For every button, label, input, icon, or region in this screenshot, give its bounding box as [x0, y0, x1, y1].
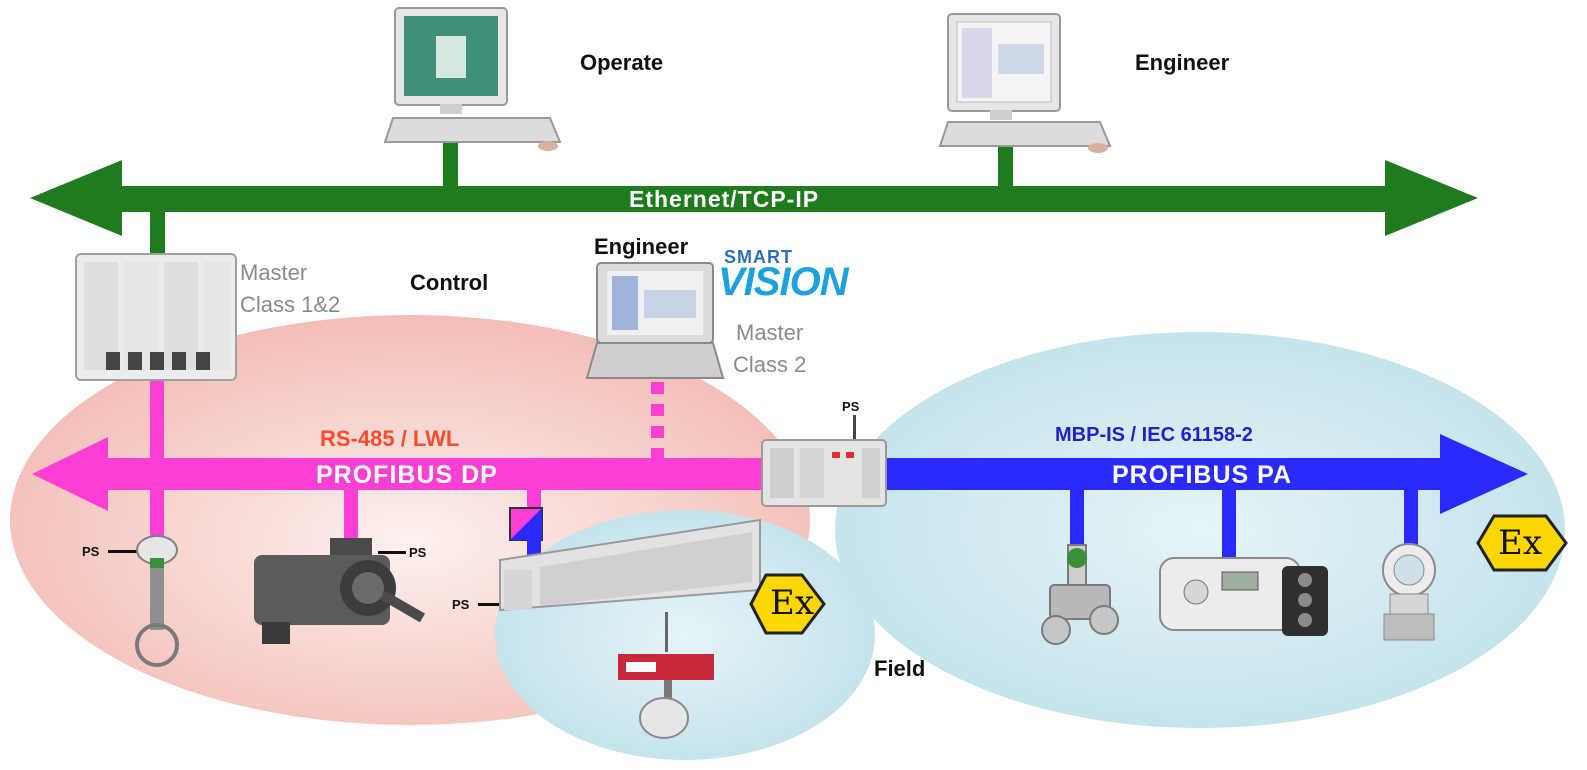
field-label: Field: [874, 656, 926, 681]
operate-workstation: [383, 7, 562, 151]
pa-flowmeter-device: [1041, 544, 1119, 645]
profibus-dp-label: PROFIBUS DP: [316, 461, 498, 489]
laptop-dotted-connection: [651, 382, 664, 458]
ps-line-flowmeter: [108, 550, 138, 553]
ps-line-motor: [378, 551, 406, 554]
coupler-ps-wire: [853, 415, 856, 442]
ps-label-rio: PS: [452, 597, 470, 612]
vision-logo-text: VISION: [718, 260, 849, 304]
operate-station-drop: [443, 143, 458, 188]
master-class12-drop: [150, 210, 165, 260]
ps-label-motor: PS: [409, 545, 427, 560]
engineer-workstation: [938, 13, 1112, 153]
remote-io-rack: [499, 518, 761, 612]
dp-flowmeter-device: [135, 535, 179, 667]
pa-sublabel: MBP-IS / IEC 61158-2: [1055, 424, 1253, 446]
master-class12-controller: [75, 253, 237, 381]
motor-dp-drop: [344, 490, 358, 540]
pa-flowmeter-drop: [1070, 490, 1084, 550]
smart-logo-text: SMART: [724, 247, 793, 267]
pa-positioner-drop: [1222, 490, 1236, 560]
pa-transmitter-drop: [1404, 490, 1418, 545]
pa-field-zone-ellipse: [835, 332, 1565, 728]
ps-label-coupler: PS: [842, 399, 860, 414]
profibus-pa-arrow: [880, 434, 1528, 514]
profibus-dp-arrow: [32, 437, 770, 511]
coupler-dp-drop: [527, 490, 541, 508]
pa-positioner-device: [1159, 557, 1328, 636]
profibus-pa-label: PROFIBUS PA: [1112, 461, 1292, 489]
dp-motor-actuator-device: [254, 538, 426, 644]
operate-label: Operate: [580, 50, 664, 75]
master-dp-drop: [150, 380, 164, 458]
dp-ex-coupler-module: [509, 507, 543, 562]
engineer-station-drop: [998, 143, 1013, 188]
ps-label-flowmeter: PS: [82, 544, 100, 559]
engineer-top-label: Engineer: [1135, 50, 1230, 75]
master-class2-line2: Class 2: [733, 352, 807, 377]
flowmeter-dp-drop: [150, 490, 164, 545]
ethernet-bus-arrow: [30, 160, 1478, 236]
master-class12-line2: Class 1&2: [240, 292, 341, 317]
pa-transmitter-device: [1382, 543, 1436, 641]
master-class2-line1: Master: [736, 320, 804, 345]
ex-badge-hexagon-pa: [1476, 514, 1568, 572]
dp-pa-coupler-device: [761, 439, 887, 507]
dp-sublabel: RS-485 / LWL: [320, 426, 460, 451]
ex-badge-hexagon-dp: [749, 573, 826, 635]
master-class12-line1: Master: [240, 260, 308, 285]
engineer-laptop: [585, 262, 725, 379]
engineer-laptop-label: Engineer: [594, 234, 689, 259]
ps-line-rio: [478, 603, 504, 606]
ethernet-label: Ethernet/TCP-IP: [629, 186, 820, 212]
ex-badge-text-dp: Ex: [770, 583, 814, 623]
ex-zone-display-device: [618, 612, 714, 739]
ex-badge-text-pa: Ex: [1498, 523, 1542, 563]
control-label: Control: [410, 270, 489, 295]
